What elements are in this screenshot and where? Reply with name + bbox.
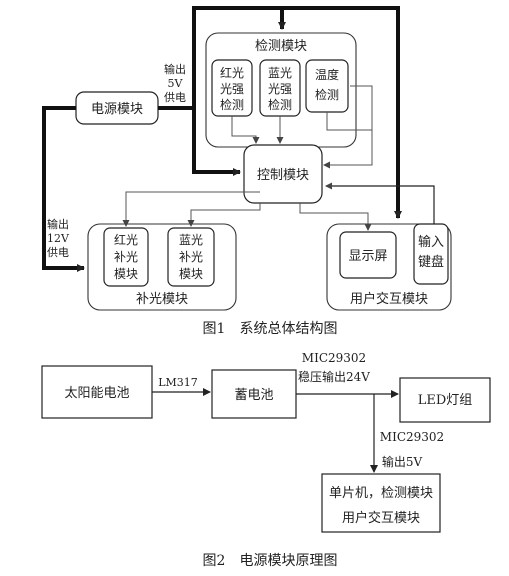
lm317-label: LM317 xyxy=(158,376,198,389)
red-light-detect-line2: 光强 xyxy=(220,82,244,96)
blue-fill-line3: 模块 xyxy=(179,267,203,281)
keyboard-line2: 键盘 xyxy=(418,254,444,270)
temp-side-line xyxy=(350,85,373,130)
figure1-caption: 图1 系统总体结构图 xyxy=(203,321,338,337)
red-light-detect-line1: 红光 xyxy=(220,65,244,80)
temp-detect-line1: 温度 xyxy=(315,67,339,82)
temp-detect-line2: 检测 xyxy=(315,87,339,102)
control-module-label: 控制模块 xyxy=(257,168,309,183)
keyboard-line1: 输入 xyxy=(418,234,444,250)
red-fill-line1: 红光 xyxy=(114,232,138,247)
red-light-detect-line3: 检测 xyxy=(220,97,244,112)
mcu-line1: 单片机，检测模块 xyxy=(329,486,433,501)
control-module-box xyxy=(243,144,323,204)
led-group-box xyxy=(399,377,491,423)
output-12v-line2: 12V xyxy=(47,232,70,245)
red-fill-line2: 补光 xyxy=(114,250,138,264)
power-to-control-line xyxy=(192,108,241,176)
battery-label: 蓄电池 xyxy=(234,388,273,403)
output-5v-line1: 输出 xyxy=(164,62,186,76)
ui-module-label: 用户交互模块 xyxy=(350,291,428,307)
output-5v-line2: 5V xyxy=(168,77,184,90)
regulator-24v-line1: MIC29302 xyxy=(302,351,366,365)
blue-light-detect-line2: 光强 xyxy=(268,82,292,96)
solar-box xyxy=(41,365,153,419)
output-12v-line1: 输出 xyxy=(47,217,69,231)
keyboard-box xyxy=(413,223,449,285)
red-detect-to-control xyxy=(231,116,260,144)
detect-module-label: 检测模块 xyxy=(255,39,307,54)
figure2-caption: 图2 电源模块原理图 xyxy=(203,553,338,569)
power-to-ui-line xyxy=(194,6,402,219)
power-to-fill-line xyxy=(42,106,85,272)
red-fill-line3: 模块 xyxy=(114,267,138,281)
blue-fill-box xyxy=(167,227,215,287)
mcu-box xyxy=(321,473,441,533)
control-to-blue-fill xyxy=(187,203,261,227)
red-fill-box xyxy=(103,227,149,287)
power-module-label: 电源模块 xyxy=(91,102,143,117)
output-5v-line3: 供电 xyxy=(164,90,186,104)
blue-light-detect-line3: 检测 xyxy=(268,97,292,112)
fill-module-label: 补光模块 xyxy=(136,292,188,307)
output-12v-line3: 供电 xyxy=(47,245,69,259)
regulator-5v-line1: MIC29302 xyxy=(380,430,444,444)
regulator-5v-line2: 输出5V xyxy=(382,454,423,469)
mcu-line2: 用户交互模块 xyxy=(342,510,420,526)
led-group-label: LED灯组 xyxy=(418,393,473,408)
control-to-red-fill xyxy=(122,191,260,227)
display-box xyxy=(339,231,397,279)
keyboard-to-control xyxy=(325,182,435,224)
blue-fill-line2: 补光 xyxy=(179,250,203,264)
control-to-display xyxy=(299,203,372,231)
display-label: 显示屏 xyxy=(348,249,387,264)
blue-light-detect-line1: 蓝光 xyxy=(268,66,292,80)
blue-fill-line1: 蓝光 xyxy=(179,233,203,247)
solar-label: 太阳能电池 xyxy=(64,386,129,401)
regulator-24v-line2: 稳压输出24V xyxy=(298,369,370,384)
battery-box xyxy=(211,369,297,419)
